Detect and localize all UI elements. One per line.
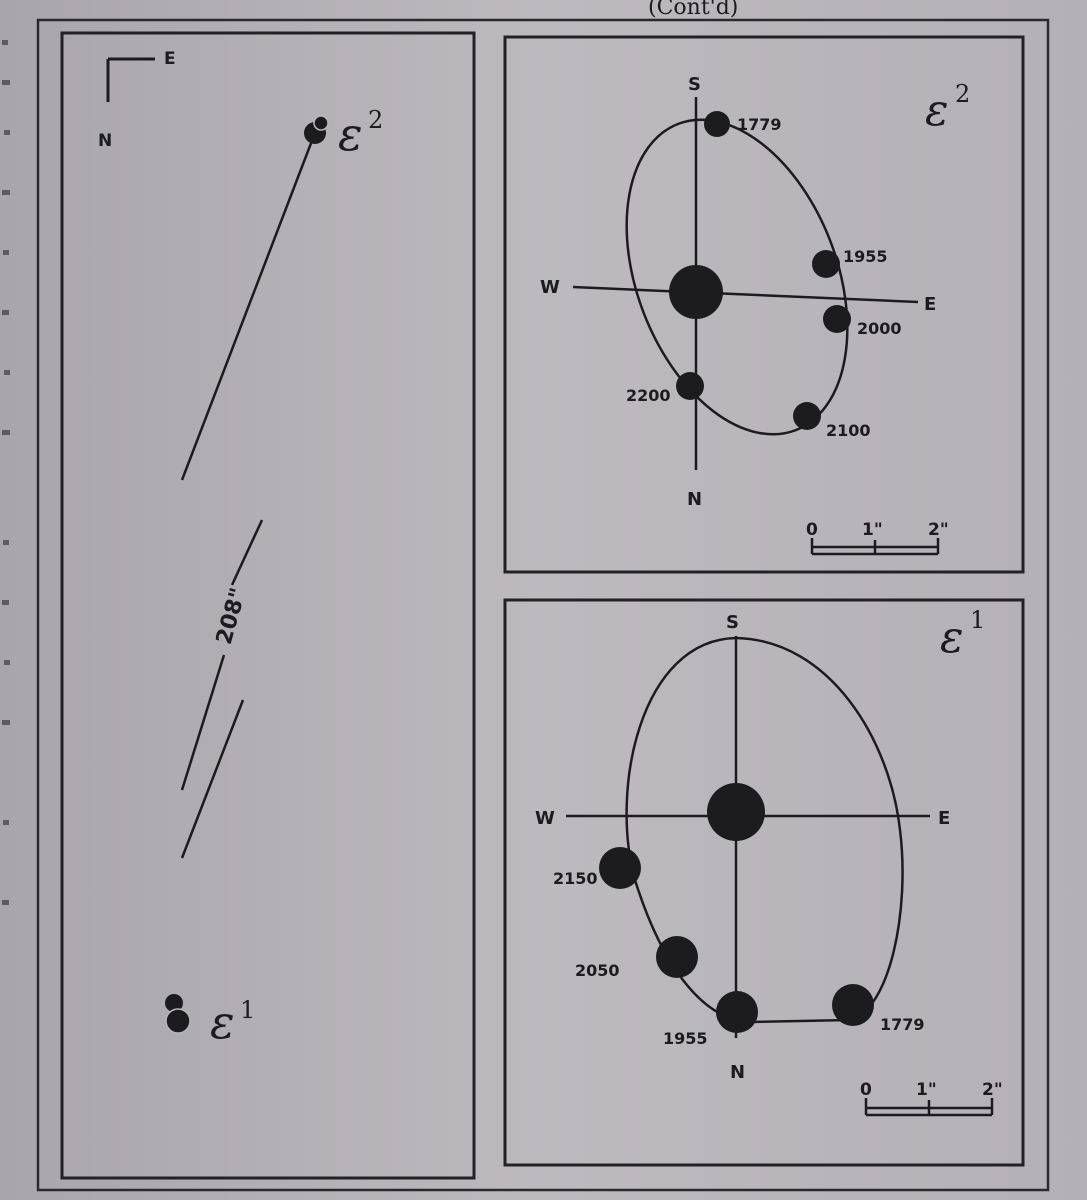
orbit-e1-scale-bar: 0 1" 2" bbox=[860, 1080, 1003, 1117]
orbit-e2-epoch-dot bbox=[812, 250, 840, 278]
orbit-e1-scale-tick: 0 bbox=[860, 1080, 872, 1100]
star-e1-primary bbox=[165, 1008, 191, 1034]
orbit-e2-primary-star bbox=[669, 265, 723, 319]
orbit-e2-scale-tick: 2" bbox=[928, 520, 949, 540]
star-e2-secondary bbox=[313, 115, 329, 131]
orbit-e1-scale-tick: 1" bbox=[916, 1080, 937, 1100]
orbit-e2-scale-bar: 0 1" 2" bbox=[806, 520, 949, 556]
orbit-e1-north-label: N bbox=[730, 1062, 745, 1083]
orbit-e1-panel: ε 1 S N W E 2150 2050 1955 1779 0 1" 2" bbox=[503, 598, 1025, 1167]
orbit-e2-epoch-dot bbox=[793, 402, 821, 430]
orbit-e2-epoch-label: 2100 bbox=[826, 421, 871, 440]
compass-east-label: E bbox=[164, 49, 176, 69]
star-e1-label: ε bbox=[210, 995, 235, 1049]
orbit-e2-panel: ε 2 S N W E 1779 1955 2000 2100 2200 0 bbox=[503, 35, 1025, 574]
orbit-e1-label-superscript: 1 bbox=[970, 606, 985, 634]
orbit-e1-epoch-dot bbox=[716, 991, 758, 1033]
orbit-e2-border bbox=[503, 35, 1025, 574]
orbit-e2-epoch-label: 1779 bbox=[737, 115, 782, 134]
separation-line-mid2 bbox=[180, 654, 226, 791]
orbit-e2-south-label: S bbox=[688, 74, 701, 95]
orbit-e1-epoch-dot bbox=[832, 984, 874, 1026]
separation-line-lower bbox=[180, 699, 245, 859]
star-e2-superscript: 2 bbox=[368, 106, 383, 134]
left-panel-border bbox=[60, 31, 476, 1180]
orbit-e1-border bbox=[503, 598, 1025, 1167]
orbit-e1-epoch-label: 2050 bbox=[575, 961, 620, 980]
star-e1-superscript: 1 bbox=[240, 996, 255, 1024]
orbit-e1-primary-star bbox=[707, 783, 765, 841]
orbit-e2-epoch-label: 2000 bbox=[857, 319, 902, 338]
orbit-e2-epochs: 1779 1955 2000 2100 2200 bbox=[626, 111, 902, 440]
orbit-e1-epochs: 2150 2050 1955 1779 bbox=[553, 847, 925, 1048]
separation-line-upper bbox=[180, 137, 315, 481]
orbit-e2-we-axis bbox=[572, 285, 919, 304]
margin-text-fragments bbox=[2, 40, 10, 905]
orbit-e2-epoch-label: 2200 bbox=[626, 386, 671, 405]
orbit-e1-east-label: E bbox=[938, 808, 950, 829]
orbit-e1-epoch-label: 2150 bbox=[553, 869, 598, 888]
star-e2-label: ε bbox=[338, 107, 363, 161]
orbit-e1-epoch-dot bbox=[656, 936, 698, 978]
outer-frame bbox=[36, 18, 1050, 1192]
orbit-e2-epoch-label: 1955 bbox=[843, 247, 888, 266]
orbit-e2-ellipse bbox=[625, 118, 849, 436]
separation-line-mid bbox=[230, 519, 264, 586]
orbit-e1-west-label: W bbox=[535, 808, 555, 829]
orbit-e2-scale-tick: 1" bbox=[862, 520, 883, 540]
orbit-e1-epoch-label: 1779 bbox=[880, 1015, 925, 1034]
orbit-e2-epoch-dot bbox=[823, 305, 851, 333]
star-epsilon1-pair: ε 1 bbox=[165, 994, 255, 1049]
star-epsilon2-pair: ε 2 bbox=[304, 106, 383, 161]
orbit-e2-scale-tick: 0 bbox=[806, 520, 818, 540]
compass: E N bbox=[98, 49, 176, 151]
orbit-e1-label: ε bbox=[940, 612, 964, 663]
compass-north-label: N bbox=[98, 131, 112, 151]
header-title-fragment: (Cont'd) bbox=[648, 0, 738, 20]
orbit-e2-epoch-dot bbox=[676, 372, 704, 400]
orbit-e2-east-label: E bbox=[924, 294, 936, 315]
orbit-e1-scale-tick: 2" bbox=[982, 1080, 1003, 1100]
star-e1-secondary bbox=[165, 994, 183, 1012]
orbit-e2-label-superscript: 2 bbox=[955, 80, 970, 108]
orbit-e2-label: ε bbox=[925, 85, 949, 136]
orbit-e1-epoch-label: 1955 bbox=[663, 1029, 708, 1048]
orbit-e2-west-label: W bbox=[540, 277, 560, 298]
orbit-e1-south-label: S bbox=[726, 612, 739, 633]
orbit-e2-epoch-dot bbox=[704, 111, 730, 137]
orbit-e2-north-label: N bbox=[687, 489, 702, 510]
left-panel: E N 208" ε 2 ε 1 bbox=[60, 31, 476, 1180]
orbit-e1-epoch-dot bbox=[599, 847, 641, 889]
